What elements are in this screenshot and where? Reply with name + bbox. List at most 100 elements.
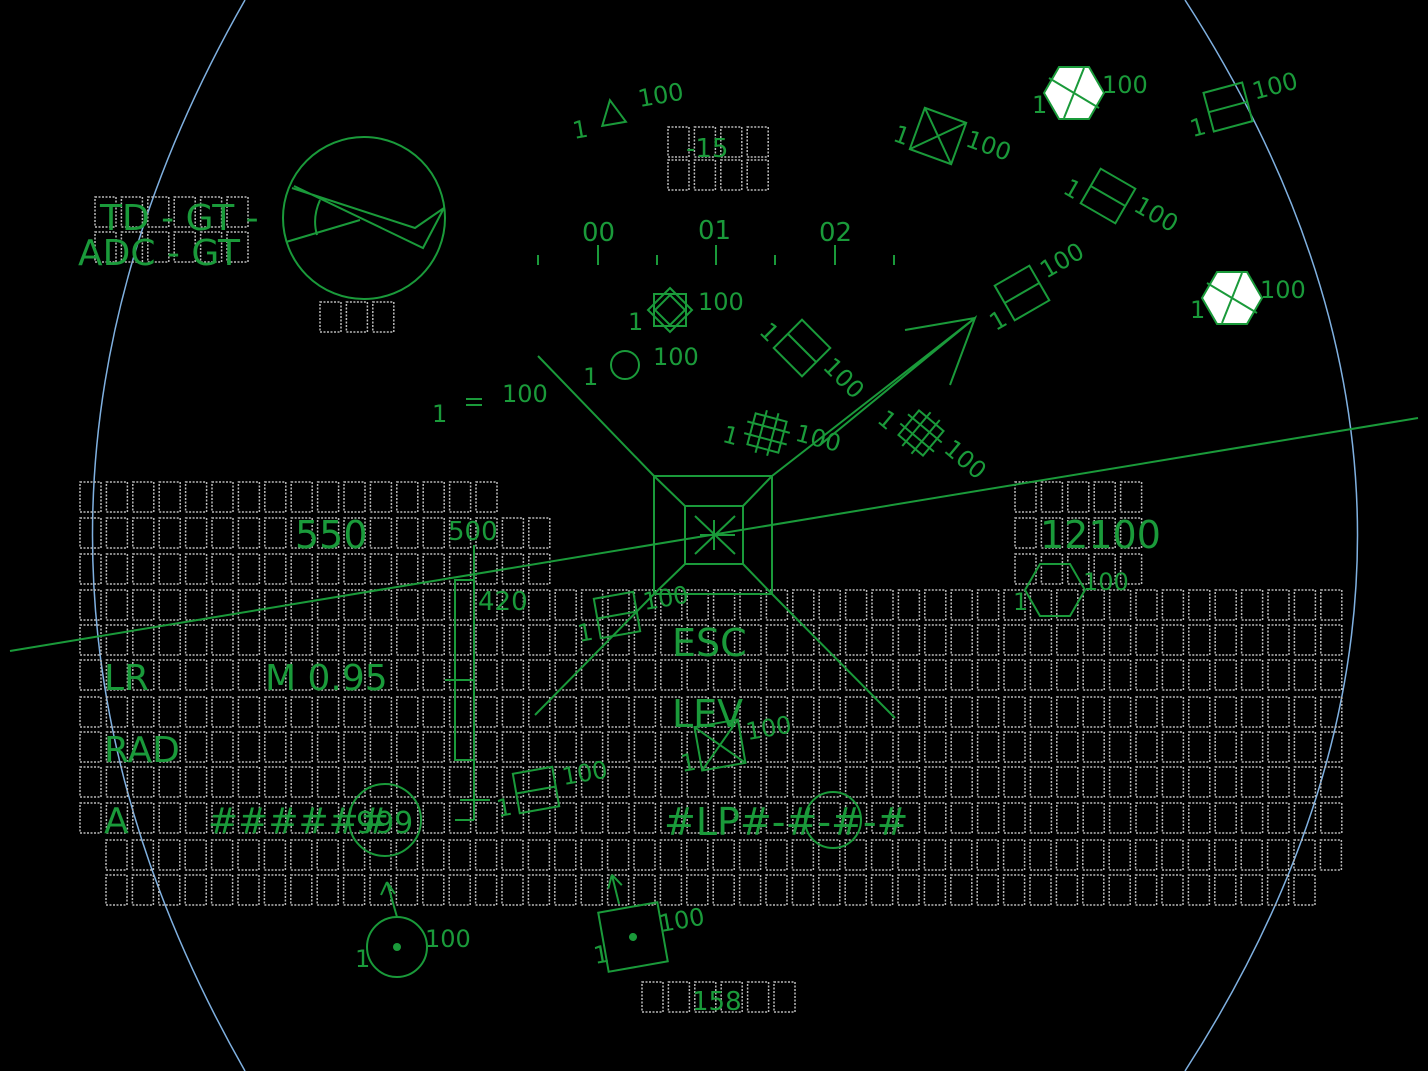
track-id: 1 bbox=[432, 400, 447, 428]
grid-cell bbox=[396, 553, 419, 585]
grid-cell bbox=[924, 659, 947, 691]
grid-cell bbox=[818, 874, 841, 906]
grid-cell bbox=[897, 624, 921, 656]
grid-cell bbox=[738, 839, 762, 871]
ladder-current-value: 420 bbox=[478, 587, 528, 617]
grid-cell bbox=[1293, 624, 1317, 656]
grid-cell bbox=[660, 624, 683, 656]
grid-cell bbox=[184, 874, 207, 906]
grid-cell bbox=[1293, 731, 1317, 763]
grid-cell bbox=[158, 802, 181, 834]
grid-cell bbox=[720, 159, 743, 191]
grid-cell bbox=[1093, 481, 1116, 513]
grid-cell bbox=[739, 731, 762, 763]
grid-cell bbox=[345, 301, 369, 333]
mode-label: LR bbox=[104, 658, 149, 699]
grid-cell bbox=[1108, 659, 1132, 691]
altitude-value: 12100 bbox=[1040, 513, 1161, 557]
grid-cell bbox=[660, 766, 683, 798]
grid-cell bbox=[120, 231, 144, 263]
grid-cell bbox=[422, 517, 445, 549]
grid-cell bbox=[105, 874, 128, 906]
radar-label: RAD bbox=[104, 730, 180, 771]
grid-cell bbox=[1161, 839, 1184, 871]
grid-cell bbox=[79, 589, 102, 621]
grid-cell bbox=[369, 589, 393, 621]
grid-cell bbox=[237, 874, 260, 906]
grid-cell bbox=[1003, 589, 1026, 621]
grid-cell bbox=[950, 766, 973, 798]
grid-cell bbox=[1002, 839, 1026, 871]
grid-cell bbox=[1082, 839, 1105, 871]
grid-cell bbox=[501, 766, 525, 798]
grid-cell bbox=[1240, 589, 1264, 621]
track-id: 1 bbox=[570, 115, 590, 145]
grid-cell bbox=[1267, 624, 1290, 656]
grid-cell bbox=[475, 624, 498, 656]
grid-cell bbox=[448, 839, 471, 871]
grid-cell bbox=[871, 589, 894, 621]
grid-cell bbox=[1082, 802, 1105, 834]
grid-cell bbox=[738, 874, 762, 906]
grid-cell bbox=[667, 981, 691, 1013]
grid-cell bbox=[746, 126, 769, 158]
grid-cell bbox=[1029, 802, 1053, 834]
grid-cell bbox=[184, 839, 207, 871]
grid-cell bbox=[79, 481, 102, 513]
grid-cell bbox=[765, 839, 788, 871]
grid-cell bbox=[105, 589, 129, 621]
grid-cell bbox=[1188, 696, 1211, 728]
grid-cell bbox=[1040, 481, 1064, 513]
grid-cell bbox=[607, 659, 630, 691]
track-id: 1 bbox=[628, 308, 643, 336]
grid-cell bbox=[580, 839, 603, 871]
grid-cell bbox=[1293, 802, 1317, 834]
grid-cell bbox=[950, 589, 973, 621]
grid-cell bbox=[184, 731, 208, 763]
grid-cell bbox=[897, 696, 921, 728]
grid-cell bbox=[765, 696, 789, 728]
grid-cell bbox=[818, 589, 841, 621]
grid-cell bbox=[343, 589, 366, 621]
grid-cell bbox=[1029, 766, 1053, 798]
grid-cell bbox=[1055, 839, 1079, 871]
grid-cell bbox=[1267, 659, 1290, 691]
grid-cell bbox=[132, 696, 155, 728]
grid-cell bbox=[1014, 553, 1037, 585]
grid-cell bbox=[237, 659, 261, 691]
grid-cell bbox=[924, 624, 947, 656]
grid-cell bbox=[633, 731, 657, 763]
grid-cell bbox=[369, 624, 393, 656]
grid-cell bbox=[924, 731, 947, 763]
svg-text:00: 00 bbox=[582, 218, 615, 248]
grid-cell bbox=[1267, 731, 1290, 763]
grid-cell bbox=[686, 766, 709, 798]
grid-cell bbox=[147, 231, 170, 263]
grid-cell bbox=[1014, 481, 1037, 513]
grid-cell bbox=[158, 874, 181, 906]
grid-cell bbox=[712, 696, 736, 728]
grid-cell bbox=[316, 553, 340, 585]
grid-cell bbox=[343, 553, 366, 585]
track-id: 1 bbox=[678, 748, 698, 778]
grid-cell bbox=[580, 874, 603, 906]
grid-cell bbox=[448, 659, 472, 691]
